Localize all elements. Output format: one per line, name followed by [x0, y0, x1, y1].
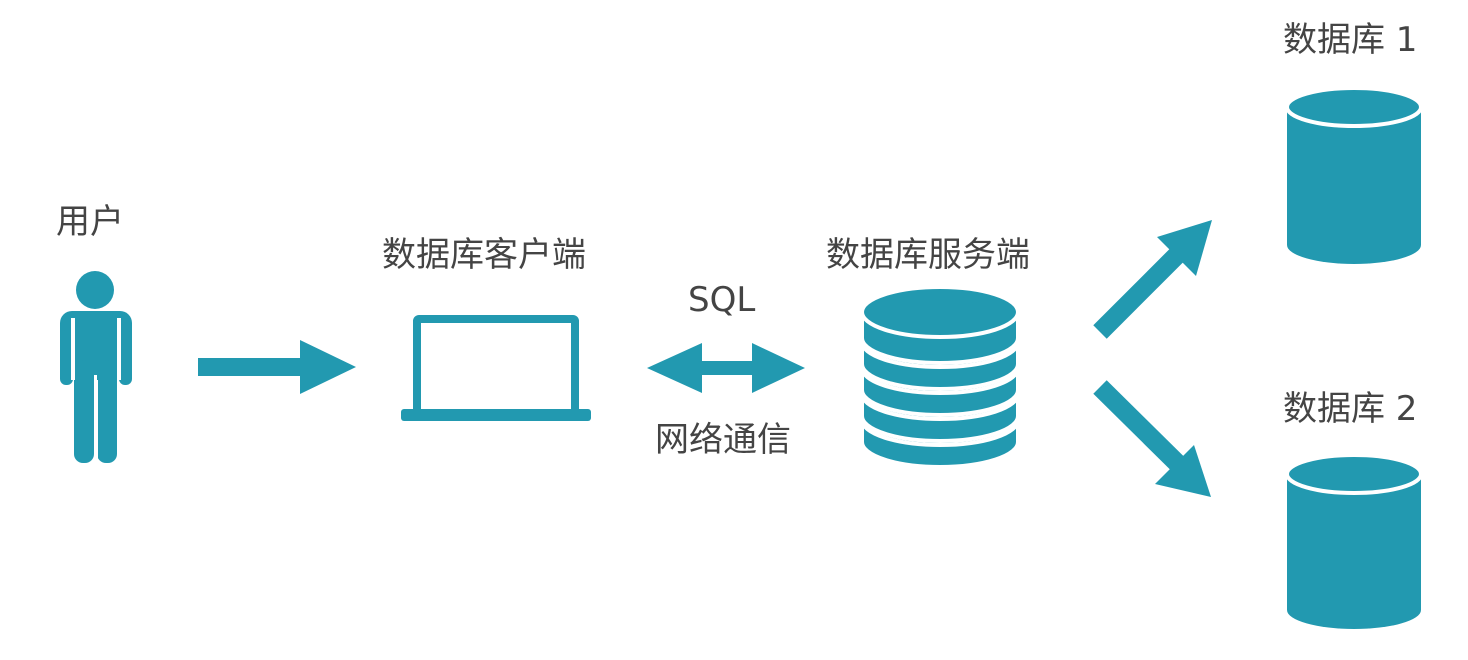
laptop-icon	[401, 315, 591, 421]
user-label: 用户	[56, 202, 124, 242]
network-label: 网络通信	[655, 420, 791, 460]
db2-label: 数据库 2	[1283, 389, 1418, 429]
database-stack-icon	[860, 285, 1020, 469]
client-label: 数据库客户端	[382, 235, 586, 275]
arrow-user-to-client	[198, 340, 356, 394]
database-cylinder-icon	[1285, 86, 1423, 264]
db1-label: 数据库 1	[1283, 20, 1418, 60]
arrow-server-to-db2	[1093, 380, 1211, 497]
database-cylinder-icon	[1285, 453, 1423, 629]
database-disc-top	[860, 285, 1020, 339]
server-label: 数据库服务端	[826, 235, 1030, 275]
sql-label: SQL	[688, 280, 756, 320]
arrow-server-to-db1	[1093, 220, 1212, 339]
person-icon	[60, 271, 132, 463]
bidirectional-arrow	[647, 343, 805, 393]
